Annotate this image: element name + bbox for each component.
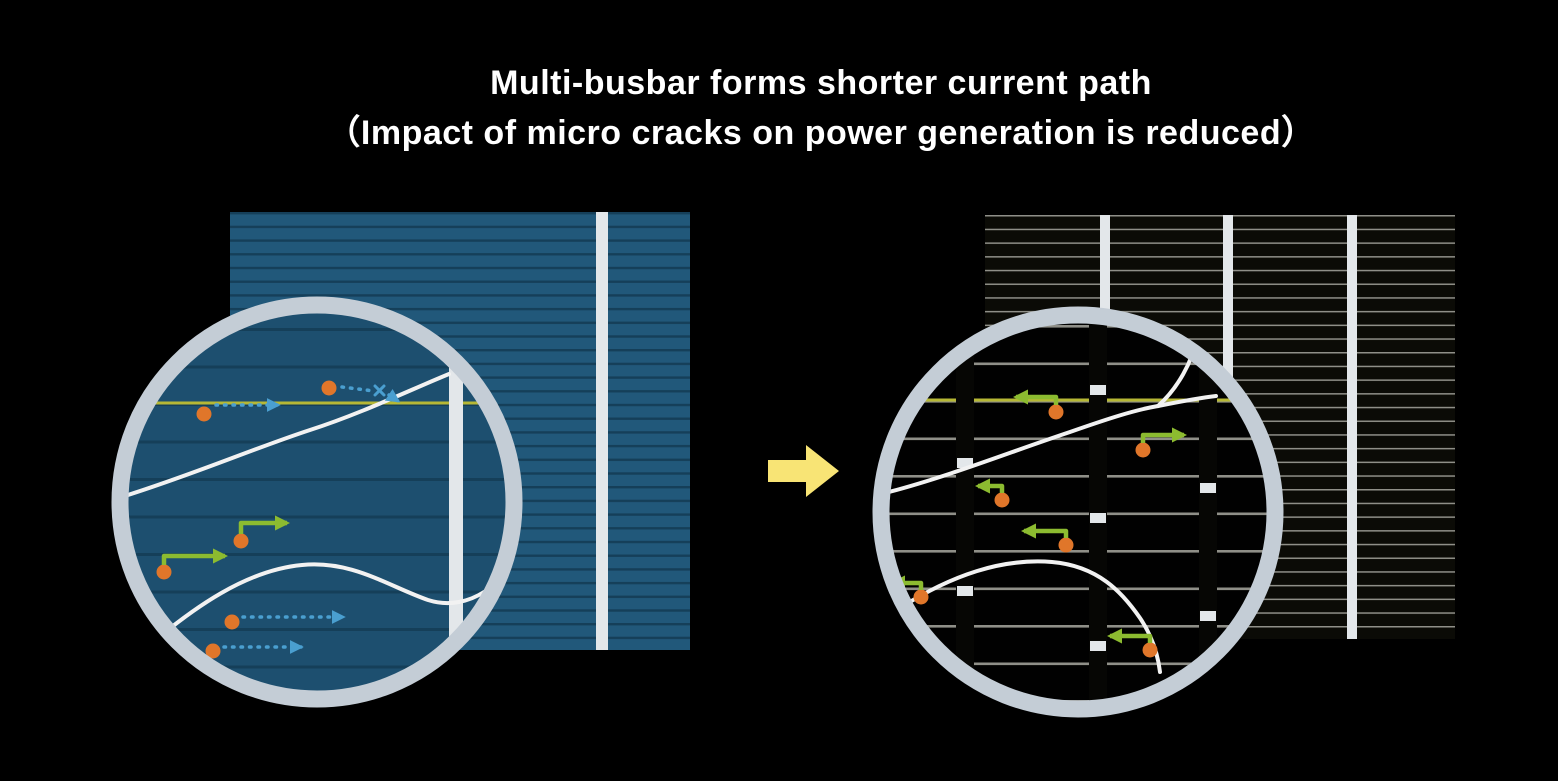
- long-current-path-trail: [340, 385, 376, 393]
- short-current-path-arrow: [974, 478, 1005, 494]
- long-current-path-arrow: [384, 388, 401, 403]
- electron-dot: [205, 643, 221, 659]
- title-line-1: Multi-busbar forms shorter current path: [490, 64, 1152, 102]
- magnifier-ring: [872, 306, 1284, 718]
- micro-crack-line: [136, 562, 486, 657]
- electron-dot: [233, 533, 249, 549]
- left-magnifier: [111, 296, 523, 708]
- electron-dot: [1058, 537, 1074, 553]
- electron-dot: [1142, 642, 1158, 658]
- title-line-2: （Impact of micro cracks on power generat…: [326, 114, 1316, 152]
- zoom-busbar: [449, 313, 463, 691]
- electron-dot: [224, 614, 240, 630]
- right-magnifier: [872, 306, 1284, 718]
- short-current-path-arrow: [1012, 389, 1059, 405]
- left-magnifier-content: [128, 313, 506, 691]
- micro-crack-line: [889, 404, 1160, 494]
- zoom-multi-busbar: [956, 323, 1217, 701]
- magnifier-ring: [111, 296, 523, 708]
- electron-dot: [913, 589, 929, 605]
- short-current-path-arrow: [238, 515, 291, 534]
- electron-dot: [156, 564, 172, 580]
- zoom-busbar-column: [1199, 323, 1217, 701]
- short-current-path-arrow: [1140, 427, 1188, 443]
- blocked-path-x-icon: [373, 384, 386, 397]
- electron-dot: [321, 380, 337, 396]
- zoom-busbar-column: [956, 323, 974, 701]
- busbar: [596, 212, 608, 650]
- right-magnifier-content: [889, 323, 1267, 701]
- electron-dot: [1135, 442, 1151, 458]
- busbar: [1347, 215, 1357, 639]
- electron-dot: [1048, 404, 1064, 420]
- zoom-busbar-column: [1089, 323, 1107, 701]
- electron-dot: [196, 406, 212, 422]
- micro-crack-line: [1156, 394, 1218, 408]
- short-current-path-arrow: [1020, 523, 1069, 539]
- electron-dot: [994, 492, 1010, 508]
- short-current-path-arrow: [161, 548, 229, 565]
- diagram-title: Multi-busbar forms shorter current path …: [42, 58, 1558, 158]
- transition-arrow-icon: [768, 445, 839, 497]
- short-current-path-arrow: [1106, 628, 1153, 644]
- micro-crack-line: [128, 372, 451, 497]
